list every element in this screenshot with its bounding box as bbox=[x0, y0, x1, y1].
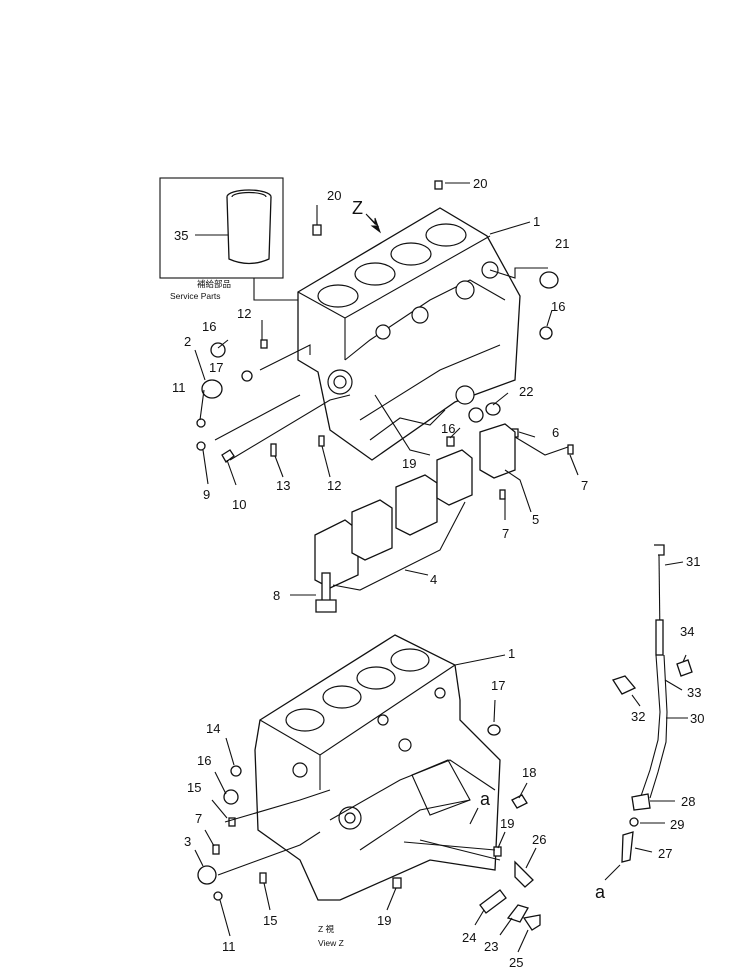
label-6: 6 bbox=[552, 425, 559, 440]
label-11: 11 bbox=[172, 380, 186, 395]
service-parts-label-jp: 補給部品 bbox=[197, 279, 231, 289]
label-12: 12 bbox=[327, 478, 341, 493]
a-marker-upper: a bbox=[480, 789, 491, 809]
leader-lines bbox=[194, 182, 688, 953]
label-27: 27 bbox=[658, 846, 672, 861]
label-5: 5 bbox=[532, 512, 539, 527]
label-8: 8 bbox=[273, 588, 280, 603]
label-21: 21 bbox=[555, 236, 569, 251]
label-1: 1 bbox=[533, 214, 540, 229]
a-marker-lower: a bbox=[595, 882, 606, 902]
label-17: 17 bbox=[209, 360, 223, 375]
label-29: 29 bbox=[670, 817, 684, 832]
label-3: 3 bbox=[184, 834, 191, 849]
main-bearing-caps bbox=[314, 423, 516, 591]
label-35: 35 bbox=[174, 228, 188, 243]
label-19: 19 bbox=[402, 456, 416, 471]
label-15: 15 bbox=[187, 780, 201, 795]
label-13: 13 bbox=[276, 478, 290, 493]
service-parts-label-en: Service Parts bbox=[170, 291, 221, 301]
label-11: 11 bbox=[222, 939, 236, 954]
upper-cylinder-block bbox=[297, 207, 521, 461]
cylinder-liner-part bbox=[226, 189, 272, 265]
label-12: 12 bbox=[237, 306, 251, 321]
z-view-arrow: Z bbox=[352, 198, 382, 234]
label-2: 2 bbox=[184, 334, 191, 349]
dipstick-assembly bbox=[612, 544, 693, 863]
label-16: 16 bbox=[441, 421, 455, 436]
label-16: 16 bbox=[197, 753, 211, 768]
label-25: 25 bbox=[509, 955, 523, 967]
label-4: 4 bbox=[430, 572, 437, 587]
a-markers: a a bbox=[469, 789, 621, 902]
main-bolt bbox=[315, 572, 337, 613]
label-14: 14 bbox=[206, 721, 220, 736]
label-33: 33 bbox=[687, 685, 701, 700]
service-parts-frame bbox=[159, 177, 284, 279]
z-marker-label: Z bbox=[352, 198, 363, 218]
label-16: 16 bbox=[202, 319, 216, 334]
part-labels: 35 20 20 1 21 16 12 16 2 17 11 22 16 6 1… bbox=[172, 176, 704, 967]
label-28: 28 bbox=[681, 794, 695, 809]
label-20: 20 bbox=[327, 188, 341, 203]
label-31: 31 bbox=[686, 554, 700, 569]
label-16: 16 bbox=[551, 299, 565, 314]
label-32: 32 bbox=[631, 709, 645, 724]
label-19: 19 bbox=[377, 913, 391, 928]
label-7: 7 bbox=[581, 478, 588, 493]
view-z-caption-jp: Z 視 bbox=[318, 924, 335, 934]
label-9: 9 bbox=[203, 487, 210, 502]
label-1: 1 bbox=[508, 646, 515, 661]
label-20: 20 bbox=[473, 176, 487, 191]
label-30: 30 bbox=[690, 711, 704, 726]
view-z-caption: Z 視 View Z bbox=[318, 924, 344, 948]
view-z-caption-en: View Z bbox=[318, 938, 344, 948]
label-19: 19 bbox=[500, 816, 514, 831]
label-7: 7 bbox=[195, 811, 202, 826]
label-18: 18 bbox=[522, 765, 536, 780]
label-17: 17 bbox=[491, 678, 505, 693]
label-23: 23 bbox=[484, 939, 498, 954]
lower-cylinder-block bbox=[254, 634, 501, 901]
label-7: 7 bbox=[502, 526, 509, 541]
label-24: 24 bbox=[462, 930, 476, 945]
label-34: 34 bbox=[680, 624, 694, 639]
label-26: 26 bbox=[532, 832, 546, 847]
label-15: 15 bbox=[263, 913, 277, 928]
lower-small-parts bbox=[197, 724, 541, 931]
label-10: 10 bbox=[232, 497, 246, 512]
service-parts-inset: 補給部品 Service Parts bbox=[159, 177, 300, 301]
label-22: 22 bbox=[519, 384, 533, 399]
